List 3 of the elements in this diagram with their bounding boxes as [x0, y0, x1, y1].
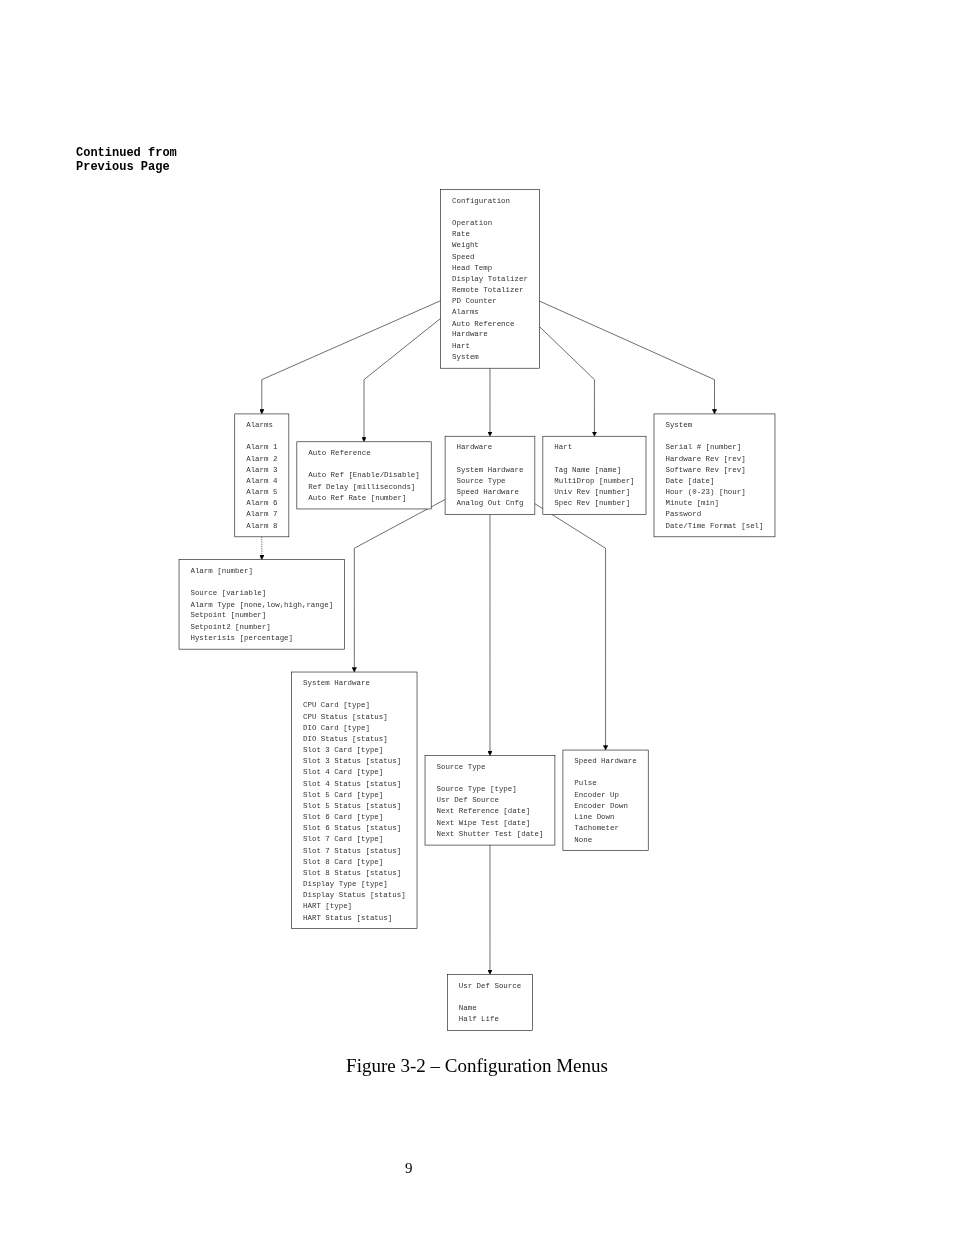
- continuation-note: Continued from Previous Page: [76, 146, 178, 174]
- figure-caption: Figure 3-2 – Configuration Menus: [345, 1055, 609, 1077]
- page-number: 9: [405, 1160, 413, 1177]
